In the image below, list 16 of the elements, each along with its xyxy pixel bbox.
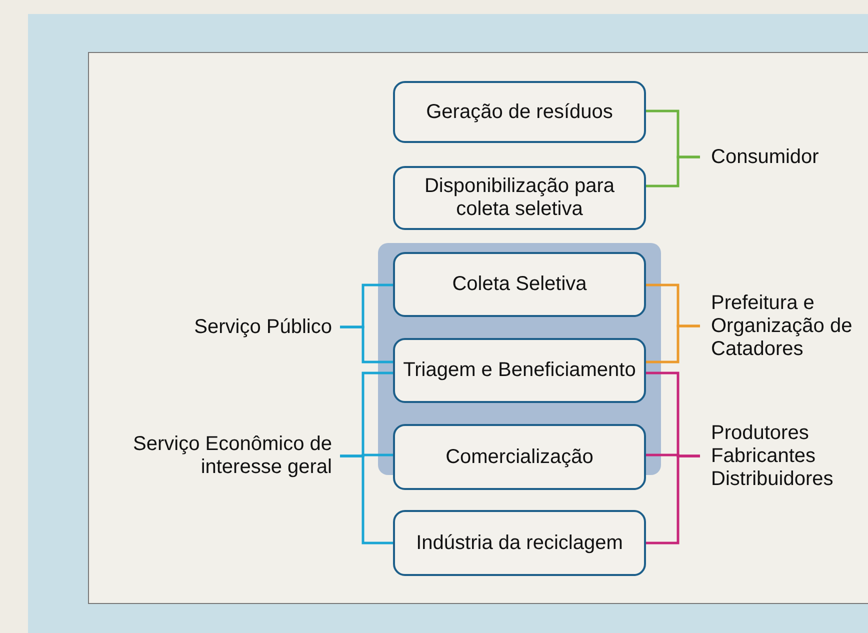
process-box: Geração de resíduos <box>393 81 646 143</box>
process-box: Indústria da reciclagem <box>393 510 646 576</box>
actor-label: Consumidor <box>711 146 819 168</box>
bracket-connector <box>340 454 393 544</box>
bracket-connector <box>646 156 700 188</box>
actor-label: Serviço Público <box>194 316 332 338</box>
bracket-connector <box>646 324 700 364</box>
actor-label: Produtores Fabricantes Distribuidores <box>711 422 834 490</box>
process-box: Coleta Seletiva <box>393 252 646 317</box>
actor-label: Prefeitura e Organização de Catadores <box>711 292 854 360</box>
process-box: Comercialização <box>393 424 646 490</box>
bracket-connector <box>646 454 700 544</box>
bracket-connector <box>340 326 393 364</box>
process-box: Triagem e Beneficiamento <box>393 338 646 403</box>
actor-label: Serviço Econômico de interesse geral <box>132 433 332 479</box>
process-box: Disponibilização para coleta seletiva <box>393 166 646 230</box>
